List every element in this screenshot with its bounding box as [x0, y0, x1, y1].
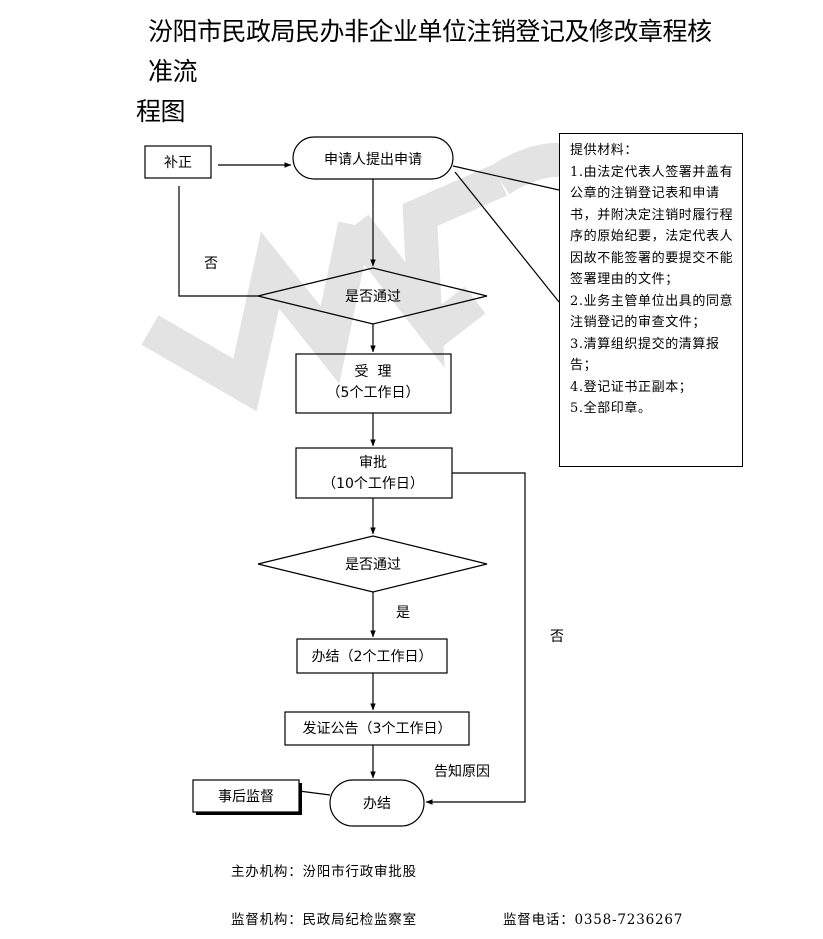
- check1-no-label: 否: [204, 256, 218, 272]
- supplement-label: 补正: [164, 155, 192, 171]
- issue-label: 发证公告（3个工作日）: [303, 721, 452, 737]
- accept-box: [295, 353, 452, 414]
- page-title: 汾阳市民政局民办非企业单位注销登记及修改章程核准流 程图: [136, 12, 716, 132]
- supervise-shadow: [196, 783, 302, 815]
- finish-label: 办结: [363, 796, 391, 812]
- materials-header: 提供材料：: [570, 143, 639, 158]
- approve-no-label: 否: [550, 629, 564, 645]
- page-title-line-2: 程图: [136, 97, 186, 126]
- page-title-line-1: 汾阳市民政局民办非企业单位注销登记及修改章程核准流: [148, 17, 712, 86]
- issue-box: [284, 711, 470, 746]
- arrow-approve-no-to-end: [425, 472, 526, 805]
- supplement-box: [144, 145, 212, 179]
- materials-item-5: 5.全部印章。: [570, 401, 652, 416]
- accept-label-2: （5个工作日）: [327, 385, 420, 401]
- check2-label: 是否通过: [345, 557, 401, 573]
- footer-phone: 监督电话：0358-7236267: [503, 912, 684, 928]
- approve-label-2: （10个工作日）: [322, 476, 424, 492]
- materials-item-1: 1.由法定代表人签署并盖有公章的注销登记表和申请书，并附决定注销时履行程序的原始…: [570, 164, 734, 288]
- approve-label-1: 审批: [359, 455, 387, 471]
- footer-host: 主办机构：汾阳市行政审批股: [231, 864, 417, 880]
- callout-line-top: [452, 165, 560, 191]
- callout-line-bottom: [454, 171, 560, 303]
- line-check1-no: [178, 186, 258, 297]
- footer-supervisor: 监督机构：民政局纪检监察室: [231, 912, 417, 928]
- materials-item-4: 4.登记证书正副本；: [570, 379, 693, 395]
- materials-item-2: 2.业务主管单位出具的同意注销登记的审查文件；: [570, 293, 734, 331]
- line-supervise: [298, 790, 331, 796]
- finish-days-box: [296, 638, 448, 674]
- finish-terminator: [329, 779, 425, 827]
- apply-label: 申请人提出申请: [324, 152, 422, 168]
- check1-label: 是否通过: [345, 289, 401, 305]
- finish-days-label: 办结（2个工作日）: [312, 649, 433, 665]
- notify-reason-label: 告知原因: [434, 763, 490, 780]
- wps-watermark: [141, 143, 609, 412]
- accept-label-1: 受 理: [355, 364, 392, 380]
- materials-item-3: 3.清算组织提交的清算报告；: [570, 336, 720, 374]
- supervise-label: 事后监督: [218, 789, 274, 805]
- check2-yes-label: 是: [396, 605, 410, 621]
- materials-box: 提供材料： 1.由法定代表人签署并盖有公章的注销登记表和申请书，并附决定注销时履…: [559, 133, 743, 467]
